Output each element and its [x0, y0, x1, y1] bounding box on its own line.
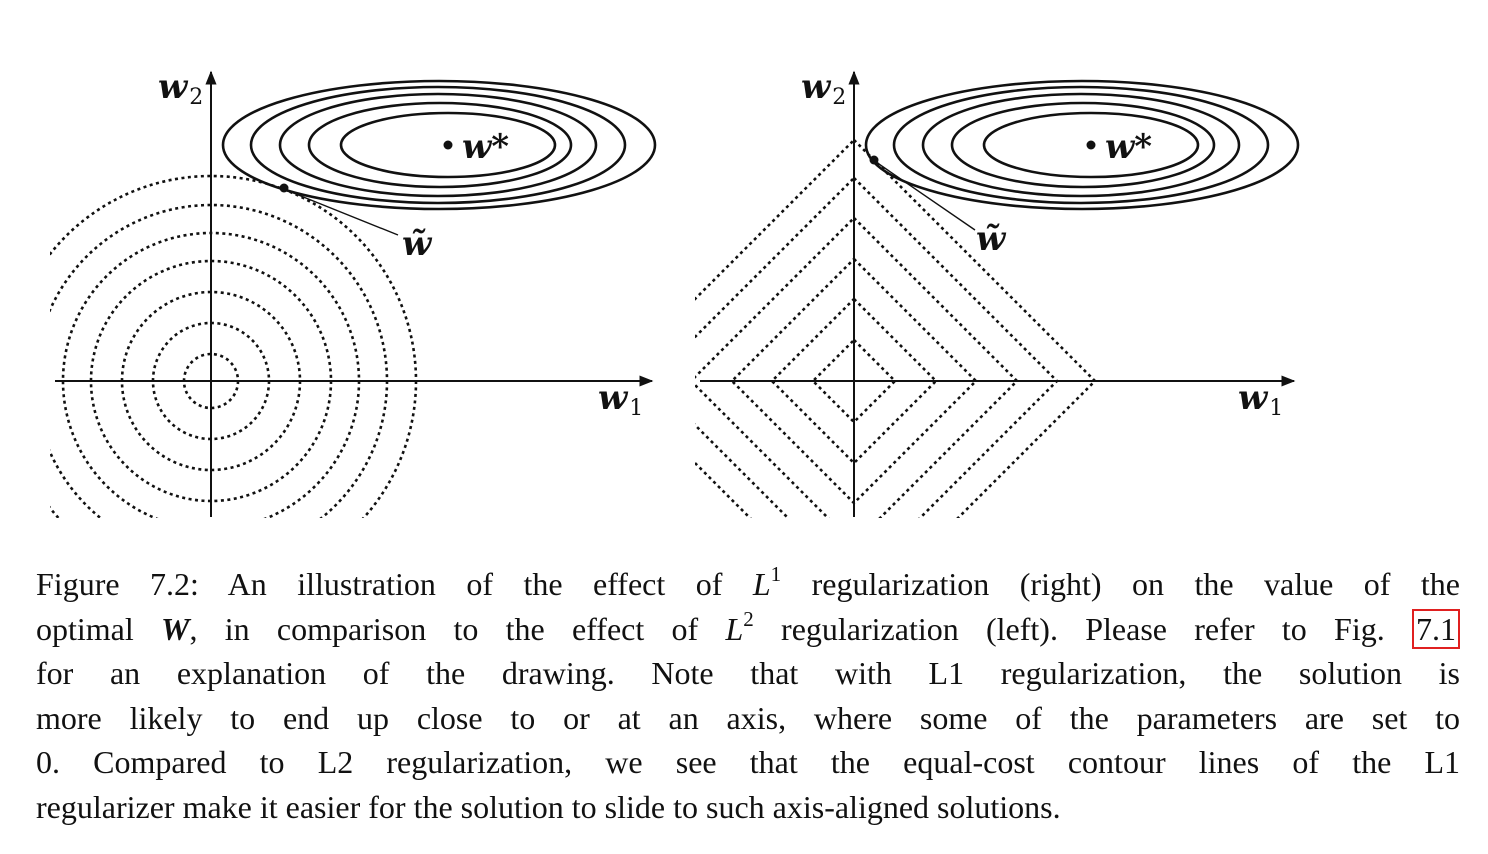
right-panel-l1: w2 w1 w* w̃	[695, 67, 1300, 518]
math-l: L	[725, 610, 744, 647]
right-optimum-label: w*	[1105, 127, 1152, 167]
figure-caption: Figure 7.2: An illustration of the effec…	[36, 562, 1461, 829]
left-x-axis-label: w1	[598, 378, 643, 421]
caption-text: optimal	[36, 610, 162, 647]
left-optimum-label: w*	[462, 127, 509, 167]
left-ellipses	[221, 79, 657, 211]
caption-text: Figure 7.2: An illustration of the effec…	[36, 566, 753, 602]
math-superscript: 2	[743, 606, 754, 631]
right-ellipses	[864, 79, 1300, 211]
right-y-axis-label: w2	[801, 67, 846, 110]
math-w-bold: W	[161, 610, 190, 647]
right-solution-pointer	[875, 161, 976, 231]
caption-text: regularization (right) on the value of t…	[781, 566, 1461, 602]
figure-7-2: w2 w1 w* w̃ w2 w1 w* w̃	[50, 67, 1300, 518]
math-l: L	[752, 566, 771, 602]
right-solution-label: w̃	[976, 219, 1007, 259]
caption-line-3: for an explanation of the drawing. Note …	[36, 655, 1460, 691]
left-panel-l2: w2 w1 w* w̃	[50, 67, 657, 518]
math-superscript: 1	[770, 562, 782, 587]
figure-reference-link[interactable]: 7.1	[1412, 608, 1461, 649]
caption-line-6: regularizer make it easier for the solut…	[36, 788, 1061, 825]
right-x-axis-label: w1	[1238, 378, 1283, 421]
caption-line-1: Figure 7.2: An illustration of the effec…	[36, 562, 1460, 607]
left-solution-label: w̃	[402, 224, 433, 264]
caption-line-4: more likely to end up close to or at an …	[36, 699, 1460, 736]
left-solution-pointer	[285, 189, 399, 236]
left-optimum-dot	[443, 140, 453, 150]
caption-line-2: optimal W, in comparison to the effect o…	[36, 606, 1461, 652]
right-optimum-dot	[1086, 140, 1096, 150]
left-y-axis-label: w2	[158, 67, 203, 110]
caption-text: regularization (left). Please refer to F…	[753, 610, 1413, 647]
caption-line-5: 0. Compared to L2 regularization, we see…	[36, 744, 1460, 780]
caption-text: , in comparison to the effect of	[189, 610, 726, 647]
